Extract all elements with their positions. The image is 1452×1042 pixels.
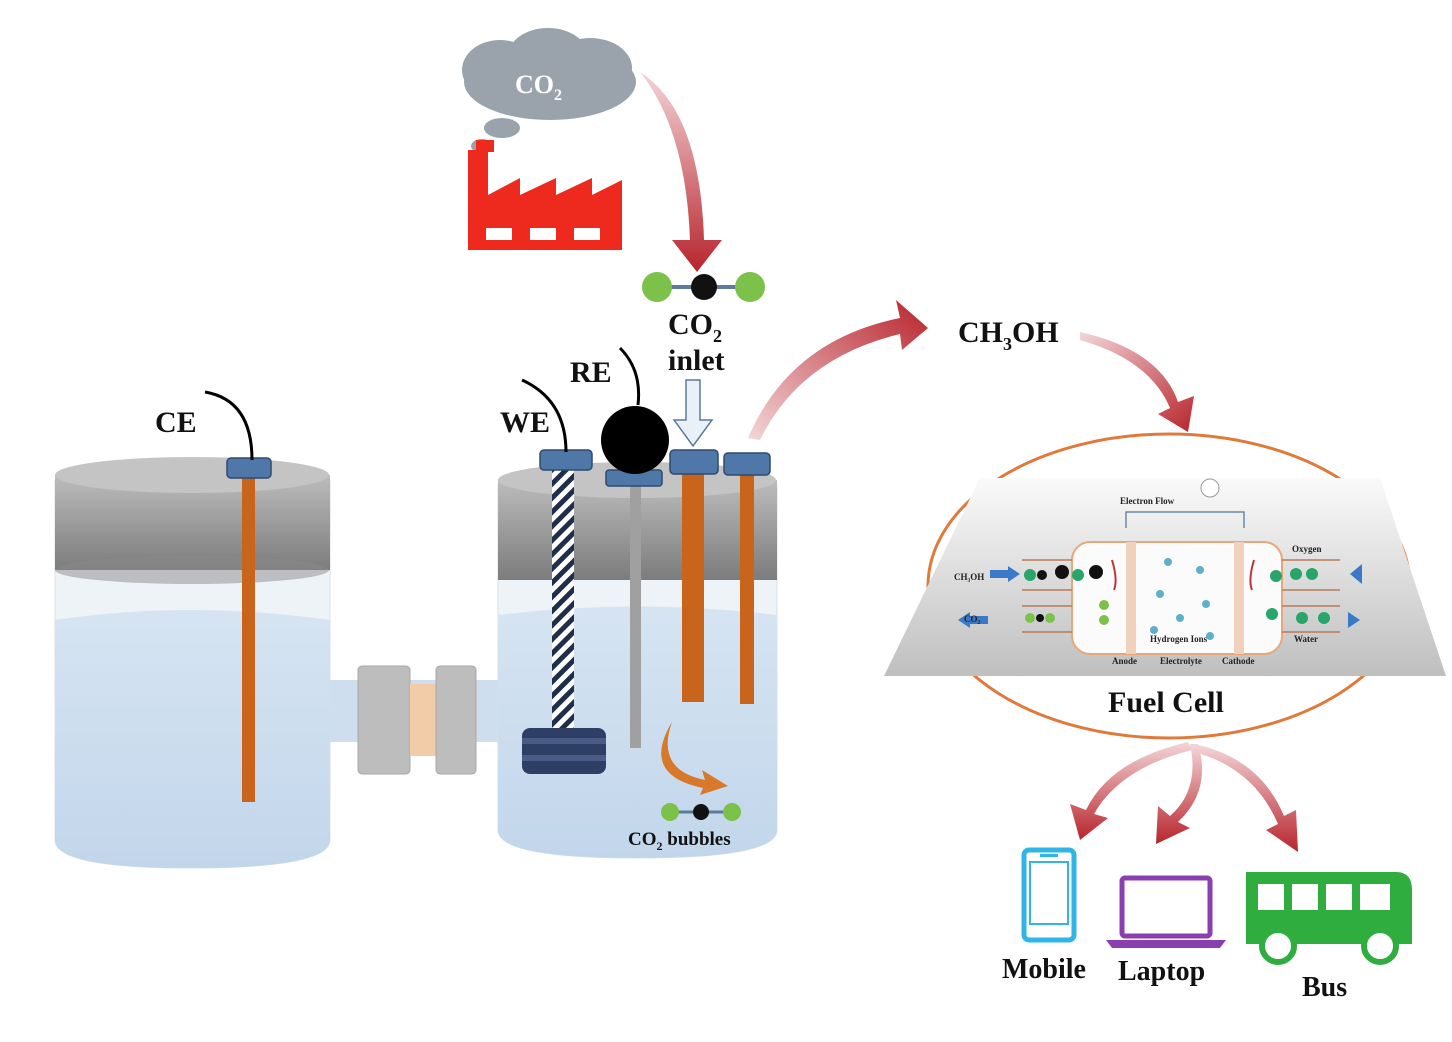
arrow-methanol-to-fuelcell-icon: [1080, 332, 1194, 432]
arrow-to-laptop-icon: [1156, 744, 1203, 844]
bus-icon: [1246, 872, 1412, 965]
co2-molecule-icon: [642, 272, 765, 302]
arrow-outlet-to-methanol-icon: [748, 300, 928, 440]
bubbles-label: CO2 bubbles: [628, 829, 731, 853]
inlet-label-line2: inlet: [668, 344, 725, 377]
ce-cap: [226, 457, 272, 479]
fc-electron-flow: Electron Flow: [1120, 496, 1175, 506]
fuel-cell-panel: [884, 432, 1446, 740]
we-plate: [522, 728, 606, 774]
fc-oxygen: Oxygen: [1292, 544, 1322, 554]
fc-co2: CO₂: [964, 614, 981, 624]
inlet-arrow-icon: [672, 379, 714, 448]
re-electrode: [630, 470, 641, 748]
re-bulb: [601, 406, 669, 474]
inlet-label-line1: CO2: [668, 308, 722, 346]
left-cell: [54, 390, 331, 869]
fc-cathode: Cathode: [1222, 656, 1255, 666]
factory-icon: [468, 140, 622, 250]
outlet-tube: [740, 472, 754, 704]
mobile-icon: [1021, 847, 1077, 943]
fc-hydrogen-ions: Hydrogen Ions: [1150, 634, 1208, 644]
arrow-to-mobile-icon: [1070, 742, 1192, 840]
we-label: WE: [500, 406, 550, 439]
mobile-label: Mobile: [1002, 954, 1086, 985]
co2-bubble-molecule-icon: [661, 803, 741, 821]
we-electrode: [552, 465, 574, 740]
arrow-cloud-to-inlet-icon: [640, 72, 722, 272]
salt-bridge: [330, 665, 500, 775]
bubble-arrow-icon: [661, 722, 728, 795]
ce-wire: [204, 390, 254, 461]
arrow-to-bus-icon: [1194, 744, 1298, 852]
methanol-label: CH3OH: [958, 316, 1059, 354]
fuel-cell-labels: Electron Flow CH₃OH CO₂ Oxygen Water Hyd…: [954, 496, 1322, 666]
ce-electrode: [242, 470, 255, 802]
inlet-tube: [682, 470, 704, 702]
bus-label: Bus: [1302, 972, 1347, 1003]
re-wire: [618, 346, 641, 406]
cloud-icon: [462, 28, 636, 153]
fuel-cell-title: Fuel Cell: [1108, 686, 1224, 719]
right-cell: [497, 346, 778, 859]
we-wire: [521, 378, 568, 453]
fc-ch3oh: CH₃OH: [954, 572, 984, 582]
laptop-label: Laptop: [1118, 956, 1205, 987]
fc-water: Water: [1294, 634, 1318, 644]
ce-label: CE: [155, 406, 197, 439]
we-cap: [539, 449, 593, 471]
cloud-co2-label: CO2: [515, 70, 562, 104]
fc-electrolyte: Electrolyte: [1160, 656, 1202, 666]
laptop-icon: [1106, 875, 1226, 948]
re-label: RE: [570, 356, 612, 389]
fc-anode: Anode: [1112, 656, 1137, 666]
